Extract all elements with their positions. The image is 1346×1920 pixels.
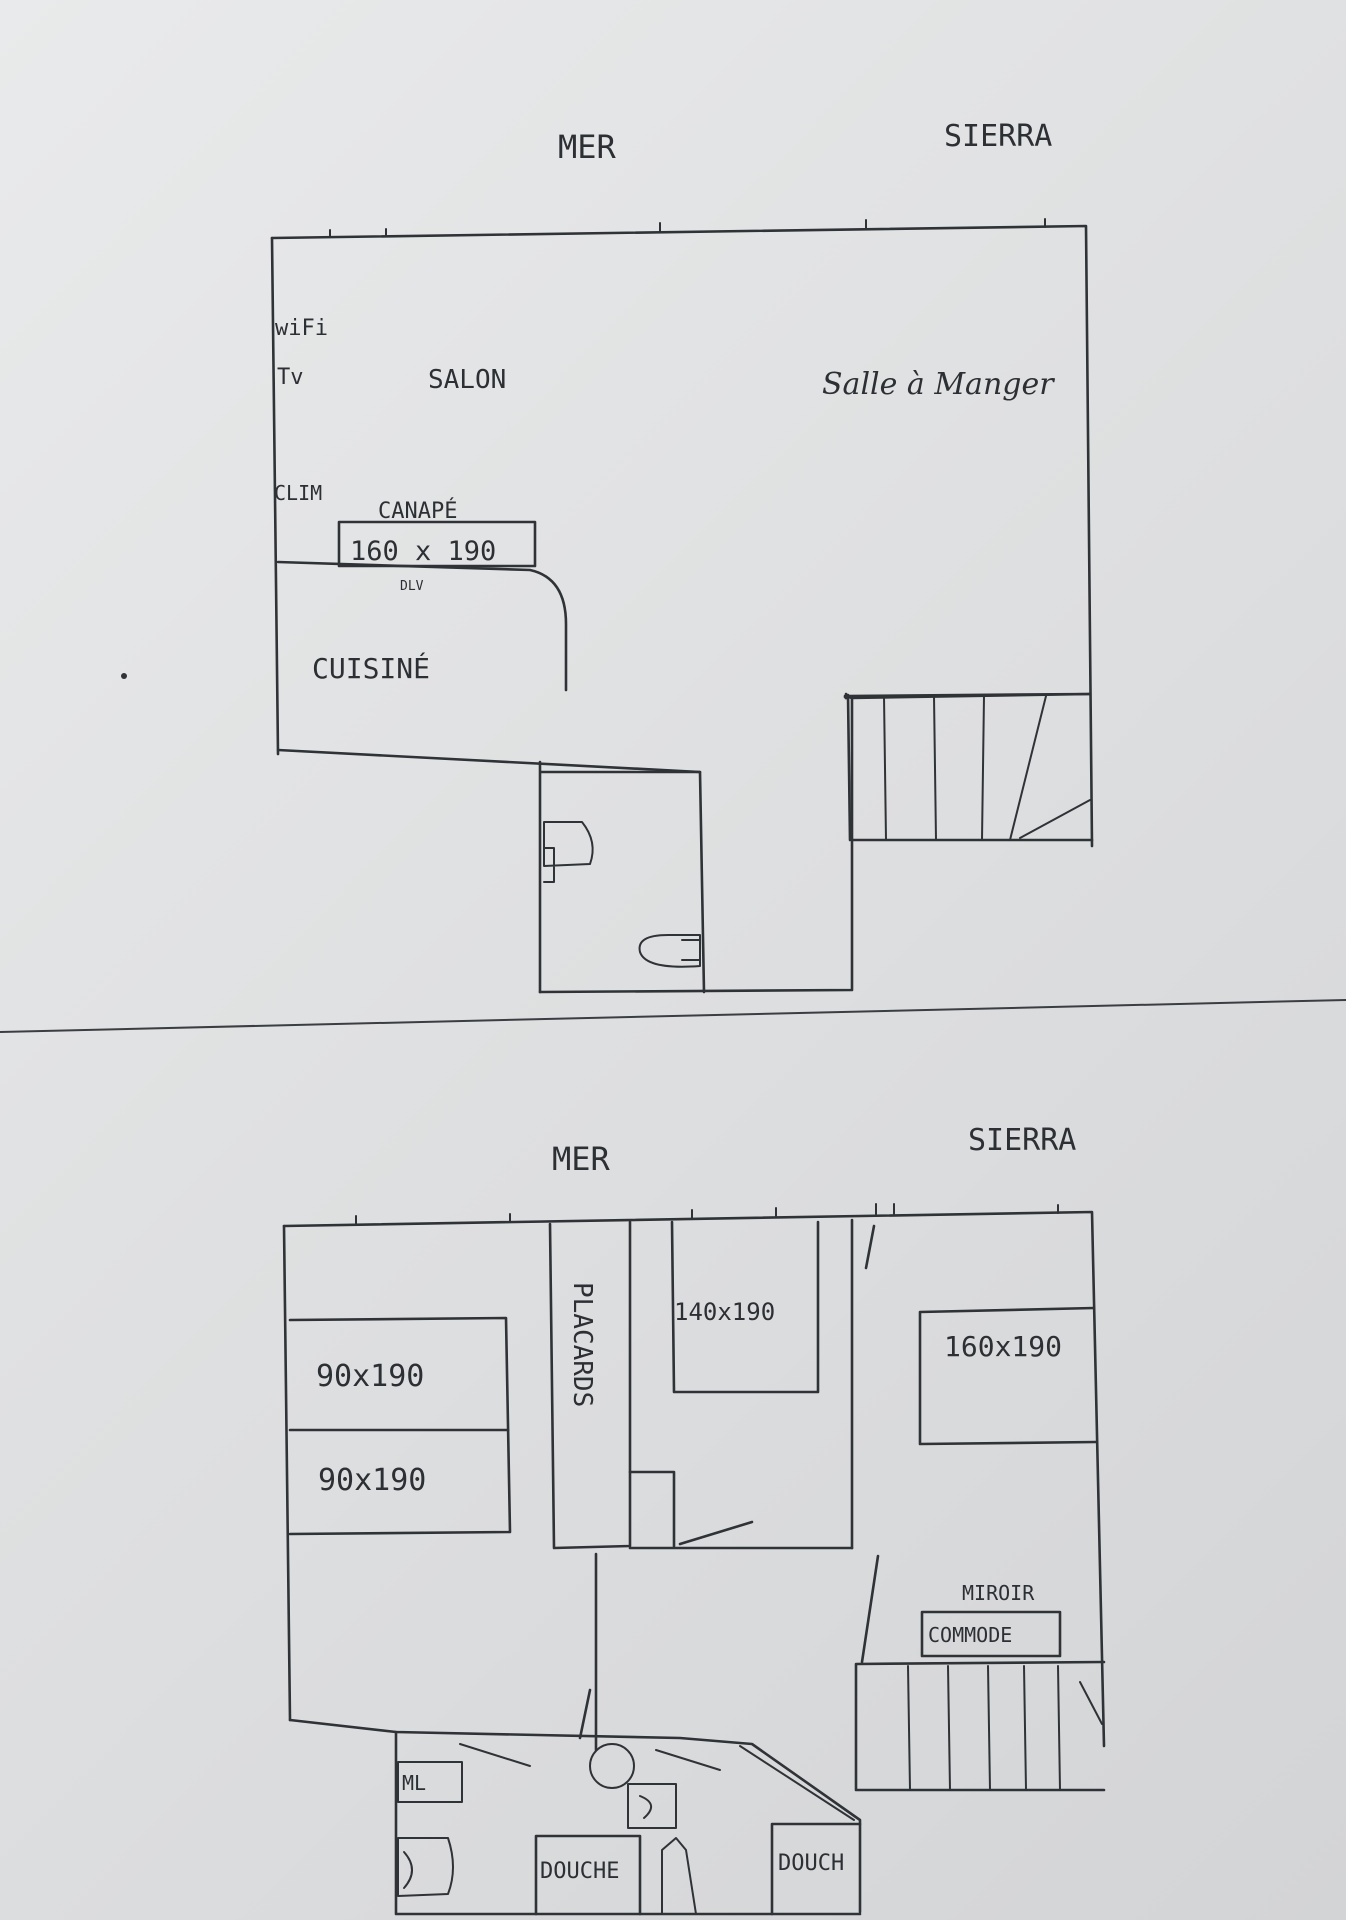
vanity-label: ML [402,1771,426,1795]
ground-floor-window-marks [329,218,1046,237]
single-bed-1-label: 90x190 [316,1359,424,1394]
hallway-door-1 [578,1552,598,1752]
upper-floor-top-and-right-wall [282,1210,1106,1748]
bathroom-outer-walls [394,1730,862,1916]
shower-2-outline [770,1822,862,1916]
stairs-top-line [844,692,1092,698]
salon-label: SALON [428,365,506,395]
wc-upper [627,1783,677,1829]
wardrobes-label: PLACARDS [567,1282,597,1407]
kitchen-wall [276,748,702,774]
wifi-label: wiFi [275,316,328,341]
sofa-size-label: 160 x 190 [350,536,496,567]
bedroom-3-partition [850,1218,876,1550]
bed-140x190-label: 140x190 [674,1298,775,1326]
stairs-left-line [843,693,852,842]
bathroom-sink [397,1837,454,1897]
ground-floor-left-wall [270,236,280,756]
ground-floor-top-and-right-wall [270,224,1094,848]
pencil-dot [121,673,127,679]
bedroom-2-door [628,1470,854,1550]
dresser-label: COMMODE [928,1623,1012,1647]
page-fold-line [0,999,1346,1033]
upper-floor-left-wall [282,1224,292,1722]
ground-floor-mer-label: MER [558,128,617,166]
bathroom-doors [459,1743,855,1821]
wc-toilet [638,934,701,968]
dresser-shape [920,1610,1062,1658]
bed-160x190-label: 160x190 [944,1330,1062,1363]
ground-floor-bottom-wall [538,696,854,994]
bedroom-3-door [860,1554,880,1664]
upper-stairs-outline [854,1660,1106,1792]
shower-2-label: DOUCH [778,1851,844,1876]
wardrobes-outline [548,1220,632,1550]
wc-basin [543,821,594,883]
shower-fixture [661,1837,697,1915]
bed-160x190-outline [918,1306,1098,1446]
ground-floor-sierra-label: SIERRA [944,119,1052,154]
upper-stairs-steps [907,1665,1103,1791]
upper-floor-sierra-label: SIERRA [968,1123,1076,1158]
clim-label: CLIM [274,481,322,505]
sofa-label: CANAPÉ [378,498,457,524]
washbasin-circle [589,1743,635,1789]
vanity-shape [397,1761,463,1803]
shower-1-outline [534,1834,642,1916]
single-beds-outline [288,1316,512,1536]
wc-walls [538,760,706,994]
kitchen-label: CUISINÉ [312,651,430,685]
sofa-note-label: DLV [400,579,424,594]
single-bed-2-label: 90x190 [318,1463,426,1498]
bathroom-top-wall [288,1718,862,1914]
shower-1-label: DOUCHE [540,1859,619,1884]
dining-room-label: Salle à Manger [822,367,1055,402]
kitchen-counter [276,560,568,692]
tv-label: Tv [277,365,304,390]
mirror-label: MIROIR [962,1581,1035,1605]
upper-floor-mer-label: MER [552,1140,611,1178]
stairs-steps [883,695,1091,841]
bed-140x190-outline [670,1220,820,1394]
ground-floor-plan: MER SIERRA wiFi Tv SALON Salle à Manger … [270,119,1094,994]
upper-floor-plan: 90x190 90x190 PLACARDS 140x190 160x190 M… [282,1123,1106,1916]
upper-floor-window-marks [355,1203,1059,1225]
